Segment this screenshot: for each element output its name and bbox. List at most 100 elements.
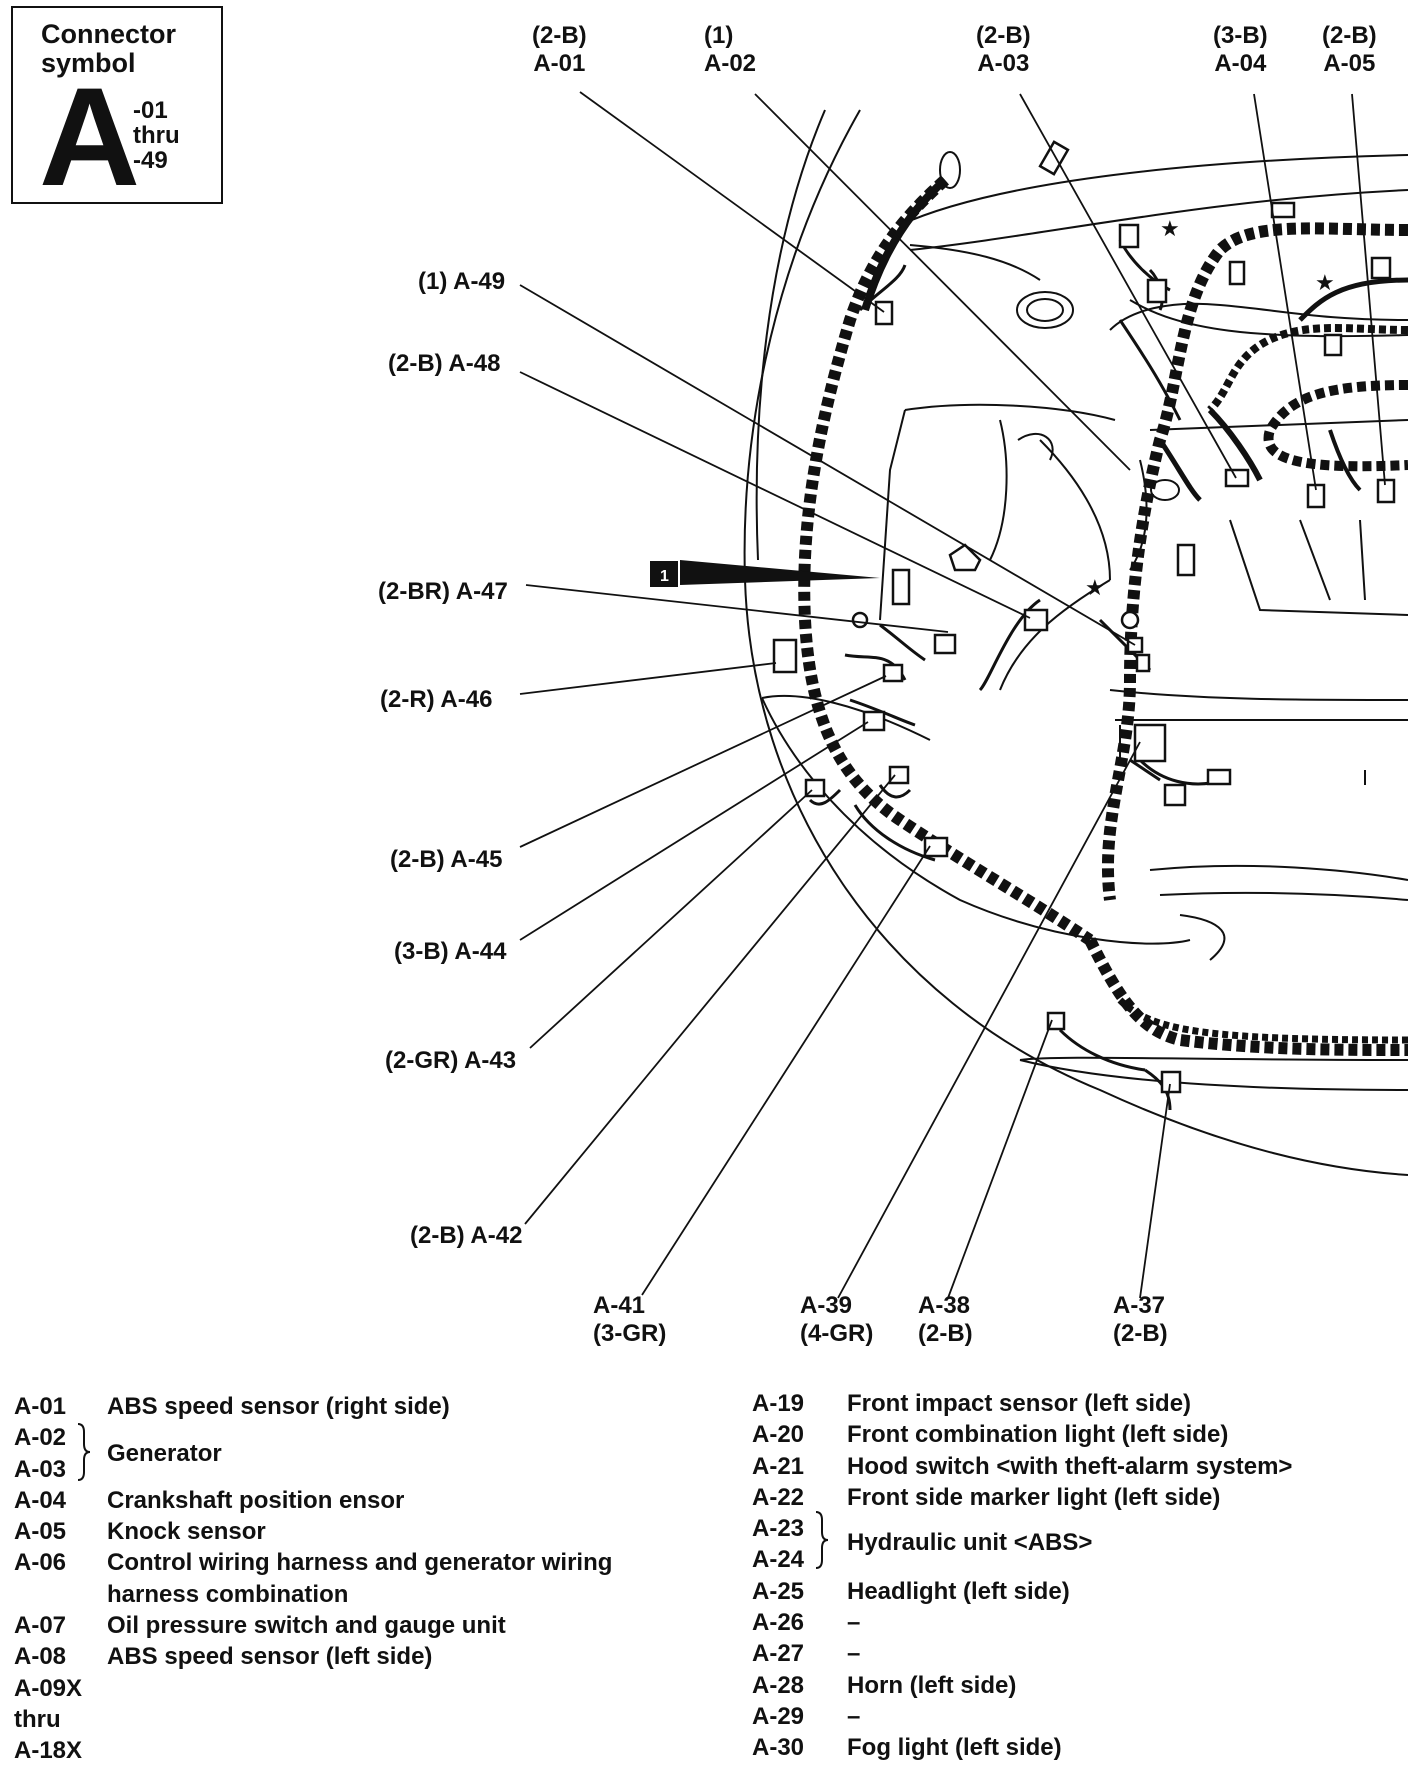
- leader-a38: [947, 1019, 1053, 1299]
- legend-code: thru: [14, 1705, 61, 1733]
- star-marker-icon: ★: [1085, 576, 1105, 601]
- legend-desc: harness combination: [107, 1580, 349, 1608]
- connector-icon: [948, 543, 982, 572]
- legend-desc: Knock sensor: [107, 1518, 266, 1546]
- legend-row: A-18X: [14, 1735, 674, 1766]
- callout-a04-code: A-04: [1214, 50, 1267, 77]
- legend-code: A-23: [752, 1515, 805, 1543]
- legend-code: A-22: [752, 1483, 805, 1511]
- connector-icon: [933, 633, 957, 655]
- callout-a44: (3-B) A-44: [394, 938, 507, 965]
- legend-desc: ABS speed sensor (right side): [107, 1393, 450, 1420]
- leader-a01: [579, 91, 885, 313]
- leader-a46: [519, 662, 777, 695]
- callout-a49: (1) A-49: [418, 268, 506, 295]
- connector-icon: [1323, 333, 1343, 357]
- connector-symbol-range: -01 thru -49: [133, 97, 180, 174]
- leader-a43: [529, 789, 813, 1049]
- legend-row: A-22 Front side marker light (left side): [752, 1482, 1392, 1513]
- legend-code: A-28: [752, 1671, 805, 1699]
- callout-a37-spec: (2-B): [1113, 1320, 1168, 1347]
- legend-code: A-04: [14, 1486, 67, 1514]
- callout-a02-code: A-02: [704, 50, 757, 77]
- legend-code: A-30: [752, 1734, 805, 1762]
- legend-desc: Front impact sensor (left side): [847, 1390, 1192, 1417]
- legend-desc: –: [847, 1702, 861, 1730]
- legend-desc: Front combination light (left side): [847, 1421, 1229, 1449]
- callout-a46: (2-R) A-46: [380, 686, 493, 713]
- legend-row: A-29–: [752, 1701, 1392, 1732]
- callout-a03-spec: (2-B): [976, 22, 1031, 49]
- callout-a37: A-37 (2-B): [1113, 1292, 1168, 1348]
- leader-a45: [519, 675, 887, 848]
- leader-a03: [1019, 93, 1237, 479]
- connector-a46-icon: [772, 638, 798, 674]
- star-marker-icon: ★: [1160, 217, 1180, 242]
- connector-symbol-title: Connector symbol: [41, 19, 176, 78]
- legend-desc: –: [847, 1609, 861, 1637]
- callout-a01: (2-B) A-01: [532, 22, 587, 78]
- callout-a05-code: A-05: [1323, 50, 1376, 77]
- legend-row: A-07 Oil pressure switch and gauge unit: [14, 1610, 674, 1641]
- callout-a38-code: A-38: [918, 1292, 971, 1319]
- leader-a37: [1139, 1083, 1171, 1299]
- connector-symbol-box: Connector symbol A -01 thru -49: [11, 6, 223, 207]
- callout-a48: (2-B) A-48: [388, 350, 501, 377]
- callout-a38: A-38 (2-B): [918, 1292, 973, 1348]
- callout-a05: (2-B) A-05: [1322, 22, 1377, 78]
- legend-code: A-18X: [14, 1737, 83, 1765]
- body-outer-contour: [743, 109, 1408, 1176]
- leader-a39: [837, 741, 1141, 1299]
- legend-desc: Front side marker light (left side): [847, 1483, 1221, 1511]
- body-inner-contour: [755, 109, 826, 561]
- legend-code: A-27: [752, 1640, 805, 1668]
- callout-a03-code: A-03: [977, 50, 1030, 77]
- callout-a39-code: A-39: [800, 1292, 853, 1319]
- connector-a38-icon: [1046, 1011, 1066, 1031]
- legend-desc: Control wiring harness and generator wir…: [107, 1549, 613, 1577]
- connector-a42-icon: [923, 836, 949, 858]
- connector-icon: [1206, 768, 1232, 786]
- callout-a04: (3-B) A-04: [1213, 22, 1268, 78]
- legend-code: A-26: [752, 1609, 805, 1637]
- main-harness-bottom: [1084, 937, 1408, 1056]
- legend-code: A-25: [752, 1577, 805, 1605]
- legend-code: A-07: [14, 1612, 67, 1640]
- callout-a39: A-39 (4-GR): [800, 1292, 873, 1348]
- star-marker-icon: ★: [1315, 271, 1335, 296]
- ground-point-icon: [851, 611, 869, 629]
- connector-icon: [888, 765, 910, 785]
- leader-a47: [525, 584, 949, 633]
- leader-a42: [524, 774, 896, 1225]
- connector-icon: [1163, 783, 1187, 807]
- leader-a44: [519, 721, 869, 941]
- legend-desc: Hood switch <with theft-alarm system>: [847, 1452, 1293, 1480]
- legend-row: A-24: [752, 1544, 1392, 1575]
- legend-row: thru: [14, 1704, 674, 1735]
- leader-a02: [754, 93, 1131, 471]
- legend-code: A-01: [14, 1393, 67, 1420]
- legend-desc: Headlight (left side): [847, 1577, 1070, 1605]
- legend-desc: Oil pressure switch and gauge unit: [107, 1612, 506, 1640]
- connector-icon: [1038, 140, 1070, 176]
- callout-a41-spec: (3-GR): [593, 1320, 667, 1347]
- callout-a42: (2-B) A-42: [410, 1222, 523, 1249]
- connector-a47-icon: [891, 568, 911, 606]
- callout-a37-code: A-37: [1113, 1292, 1166, 1319]
- legend-row: harness combination: [14, 1579, 674, 1610]
- legend-row: A-25 Headlight (left side): [752, 1576, 1392, 1607]
- leader-a48: [519, 371, 1031, 619]
- connector-a48-icon: [1023, 608, 1049, 632]
- connector-a44-icon: [862, 710, 886, 732]
- callout-a03: (2-B) A-03: [976, 22, 1031, 78]
